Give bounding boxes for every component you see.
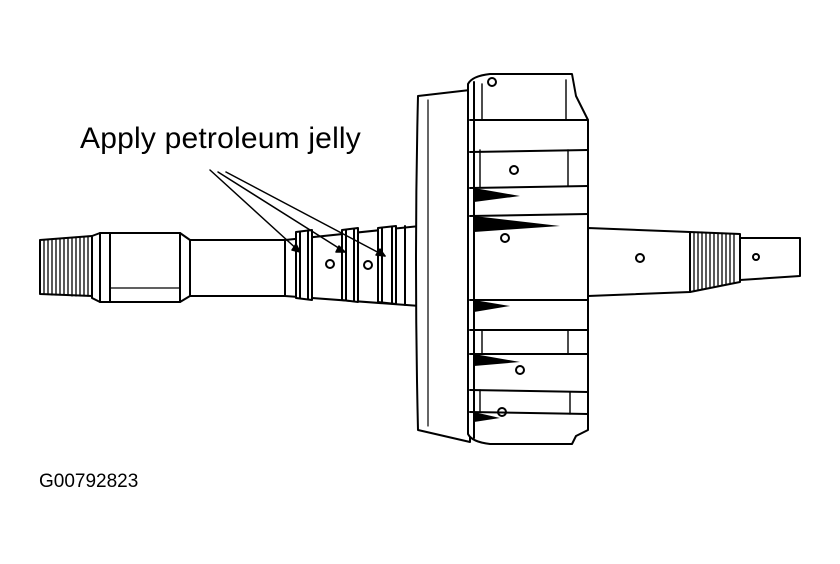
shaft-right-section	[587, 227, 691, 297]
right-spline-end	[689, 231, 801, 293]
drum-back-plate	[415, 89, 471, 443]
left-spline-end	[39, 235, 93, 297]
figure-id: G00792823	[39, 471, 139, 492]
callout-leader-lines	[209, 169, 386, 257]
clutch-drum	[467, 73, 589, 445]
callout-apply-petroleum-jelly: Apply petroleum jelly	[80, 122, 361, 155]
shaft-left-section	[91, 232, 286, 303]
